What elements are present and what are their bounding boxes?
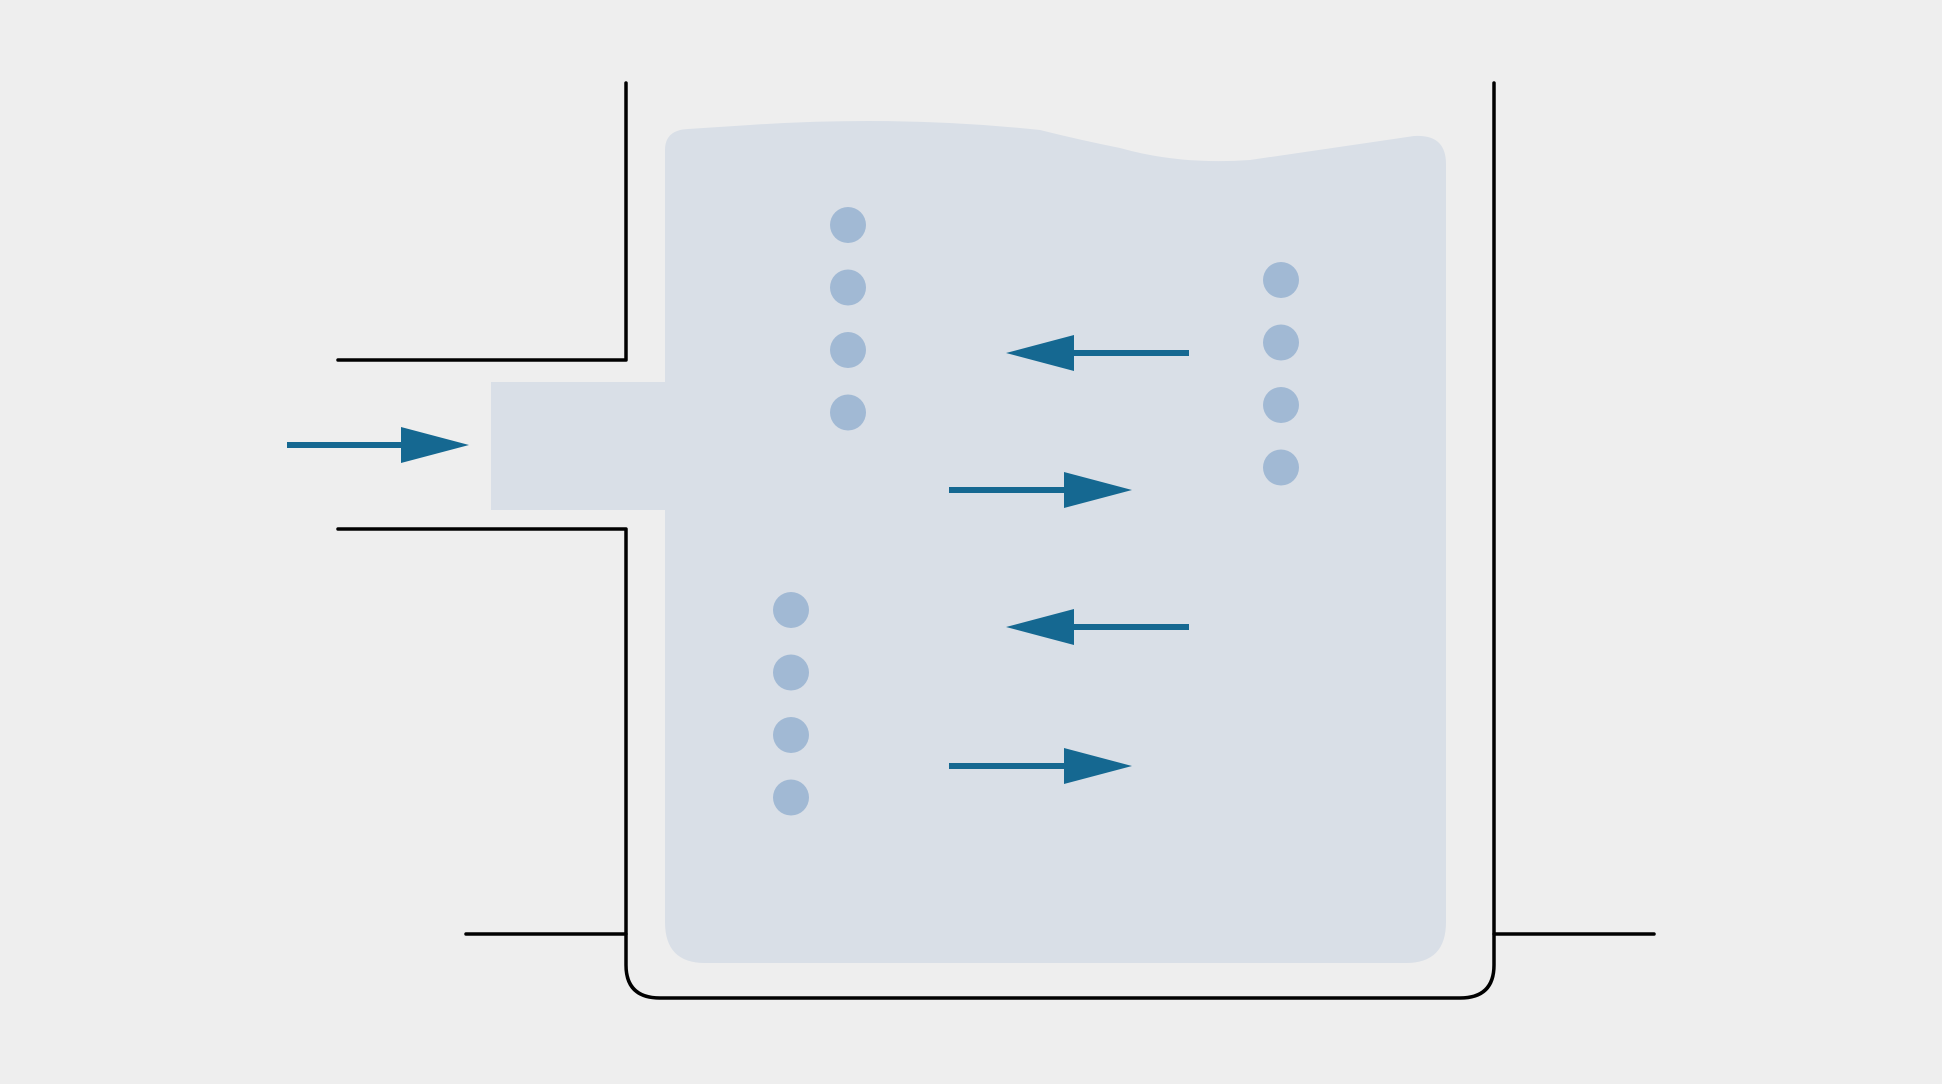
flow-arrow-flow-4 <box>949 748 1132 784</box>
flow-arrow-flow-1 <box>1006 335 1189 371</box>
flow-arrow-head <box>401 427 469 463</box>
flow-arrow-head <box>1064 472 1132 508</box>
particles <box>773 207 1299 816</box>
liquid-body <box>491 121 1446 963</box>
particle <box>1263 324 1299 361</box>
particle <box>773 717 809 753</box>
particle <box>830 332 866 368</box>
flow-arrow-head <box>1006 609 1074 645</box>
particle <box>830 394 866 431</box>
particle <box>830 269 866 306</box>
particle-column-right <box>1263 262 1299 486</box>
flow-arrow-head <box>1006 335 1074 371</box>
particle <box>1263 262 1299 298</box>
inlet-upper-wall <box>336 81 628 362</box>
particle <box>773 779 809 816</box>
particle <box>773 654 809 691</box>
particle-column-upper-left <box>830 207 866 431</box>
tank-outline <box>336 81 1656 1000</box>
flow-arrow-flow-3 <box>1006 609 1189 645</box>
flow-arrow-head <box>1064 748 1132 784</box>
flow-arrow-flow-2 <box>949 472 1132 508</box>
particle <box>1263 387 1299 423</box>
flow-arrows <box>287 335 1189 784</box>
particle <box>830 207 866 243</box>
particle <box>1263 449 1299 486</box>
flow-arrow-inlet <box>287 427 469 463</box>
particle <box>773 592 809 628</box>
tank-lower-wall <box>336 81 1496 1000</box>
particle-column-lower-left <box>773 592 809 816</box>
